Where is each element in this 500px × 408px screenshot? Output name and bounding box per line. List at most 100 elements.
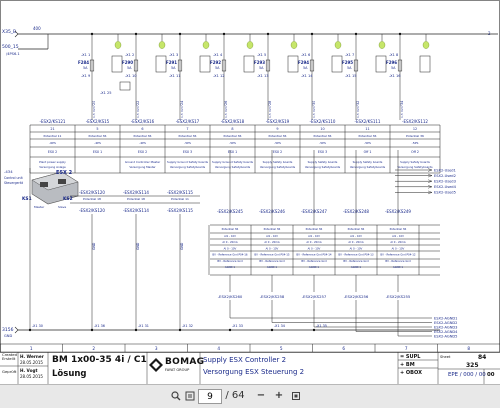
- right-signal-label: AGND 1: [309, 265, 320, 269]
- mid-pin-potential: Potential 18: [127, 197, 145, 201]
- module-name: ESX 2: [56, 170, 73, 176]
- document-number: EPE / 000 / 00: [448, 372, 486, 378]
- agnd-rail-label: ESX2-AGND4: [434, 330, 458, 334]
- right-signal-label: AGND 1: [225, 265, 236, 269]
- ground-terminal-label: -X1 33: [232, 324, 243, 328]
- fuse-holder-box: [155, 55, 167, 73]
- used-rail-label: ESX2-Used5: [434, 191, 456, 195]
- top-pin-potential: Potential 36: [314, 134, 332, 138]
- mid-connector-label: -ESX2/KS114: [123, 190, 149, 195]
- right-signal-label: BV - Reference Gnd P04-12: [380, 253, 416, 257]
- used-rail-label: ESX2-Used4: [434, 185, 457, 189]
- right-pin-potential: Potential 36: [348, 227, 365, 231]
- top-pin-number: 7: [186, 127, 188, 131]
- top-desc-de: Versorgung Safetyboards: [397, 165, 433, 169]
- top-pin-potential: Potential 36: [89, 134, 107, 138]
- code-bm: + BM: [400, 362, 415, 368]
- right-pin-potential: Potential 36: [306, 227, 323, 231]
- top-connector-label: -ESX2/KS110: [310, 119, 336, 124]
- page-number-input[interactable]: [198, 389, 222, 404]
- page-total: / 64: [225, 390, 245, 401]
- module-connector-ks1-icon: [40, 182, 48, 187]
- top-desc-en: Supply Ground Safety boards: [167, 160, 209, 164]
- right-signal-label: AI 0 - 20mA: [222, 240, 237, 244]
- fuse-holder-box: [243, 55, 255, 73]
- created-by: H. Werner: [20, 354, 44, 359]
- top-pin-potential: Potential 36: [179, 134, 197, 138]
- ruler-column-number: 6: [342, 346, 345, 351]
- rail-secondary-label: 500_15: [2, 44, 19, 50]
- fuse-label: F291: [166, 60, 177, 65]
- right-signal-label: AGND 1: [267, 265, 278, 269]
- bomag-group: FAYAT GROUP: [165, 368, 190, 372]
- search-icon[interactable]: [170, 389, 182, 403]
- fuse-terminal-bottom: -X1 10: [125, 74, 137, 78]
- used-rail-arrow-icon: [427, 168, 433, 172]
- mid-wire-tag: GND: [180, 242, 184, 250]
- right-signal-label: AI 0 - 10V: [266, 246, 279, 250]
- wire-size: 1,5 mm²: [136, 104, 140, 118]
- right-pin-potential: Potential 36: [264, 227, 281, 231]
- page-nav-icon[interactable]: [184, 389, 196, 403]
- wire-size: 1,5 mm²: [224, 104, 228, 118]
- top-desc-en: Plant power supply: [39, 160, 66, 164]
- fuse-holder-box: [111, 55, 123, 73]
- top-desc-en: Supply Safety boards: [263, 160, 293, 164]
- zoom-out-button[interactable]: −: [256, 390, 266, 401]
- fit-page-icon[interactable]: [290, 389, 302, 403]
- right-signal-label: AGND 1: [393, 265, 404, 269]
- zoom-in-button[interactable]: +: [274, 390, 284, 401]
- fuse-terminal-top: -X1 3: [169, 53, 178, 57]
- fuse-terminal-bottom: -X1 9: [81, 74, 91, 78]
- fuse-rating: 5A: [83, 66, 88, 70]
- fuse-terminal-top: -X1 5: [257, 53, 266, 57]
- top-ext-module: ESX 2: [48, 150, 57, 154]
- top-ext-module: Off 1: [364, 150, 372, 154]
- top-ext-module: ESX 3: [318, 150, 327, 154]
- agnd-rail-label: ESX2-AGND3: [434, 325, 457, 329]
- right-signal-label: BV - Reference Gnd: [385, 259, 411, 263]
- ground-junction-dot: [134, 328, 138, 332]
- top-pin-number: 6: [141, 127, 143, 131]
- module-subtitle-de: Steuergerät: [4, 181, 24, 185]
- fuse-label: F284: [78, 60, 89, 65]
- used-rail-label: ESX2-Used2: [434, 174, 456, 178]
- fuse-status-led-icon: [202, 41, 210, 49]
- mid-pin-potential: Potential 11: [171, 197, 189, 201]
- fuse-terminal-top: -X1 4: [213, 53, 223, 57]
- top-ext-ref: -4PS: [94, 141, 101, 145]
- top-desc-de: Versorgung Safetyboards: [215, 165, 251, 169]
- description-de: Versorgung ESX Steuerung 2: [203, 368, 305, 376]
- top-connector-label: -ESX2/KS112: [402, 119, 428, 124]
- created-date: 28.05.2015: [20, 360, 43, 365]
- ruler-column-number: 7: [405, 346, 408, 351]
- ruler-column-number: 5: [280, 346, 283, 351]
- right-signal-label: BV - Reference Gnd: [301, 259, 327, 263]
- wire-size: 1,5 mm²: [268, 104, 272, 118]
- fuse-terminal-bottom: -X1 14: [301, 74, 313, 78]
- fuse-status-led-icon: [246, 41, 254, 49]
- fuse-terminal-bottom: -X1 15: [345, 74, 357, 78]
- fuse-rating: 5A: [347, 66, 352, 70]
- top-pin-number: 9: [276, 127, 278, 131]
- ground-terminal-label: -X1 32: [182, 324, 193, 328]
- bomag-logo: BOMAG FAYAT GROUP: [149, 356, 204, 380]
- top-connector-label: -ESX2/KS15: [86, 119, 110, 124]
- fuse-status-led-icon: [378, 41, 386, 49]
- title-block-grid: [0, 352, 500, 384]
- mid-connector-label-lower: -ESX2/KS120: [79, 208, 105, 213]
- module-subtitle: Control unit: [4, 176, 23, 180]
- checked-by: H. Vogt: [20, 368, 38, 373]
- wire-size: 1,5 mm²: [92, 104, 96, 118]
- top-ext-ref: -4PS: [139, 141, 146, 145]
- used-rail-arrow-icon: [427, 179, 433, 183]
- fuse-rating: 5A: [171, 66, 176, 70]
- top-connector-label: -ESX2/KS19: [266, 119, 290, 124]
- checked-date: 28.05.2015: [20, 374, 43, 379]
- ground-terminal-label: -X1 30: [32, 324, 43, 328]
- right-bottom-connector: -ESX2/KS255: [386, 294, 411, 299]
- wire-id: 22: [136, 101, 140, 105]
